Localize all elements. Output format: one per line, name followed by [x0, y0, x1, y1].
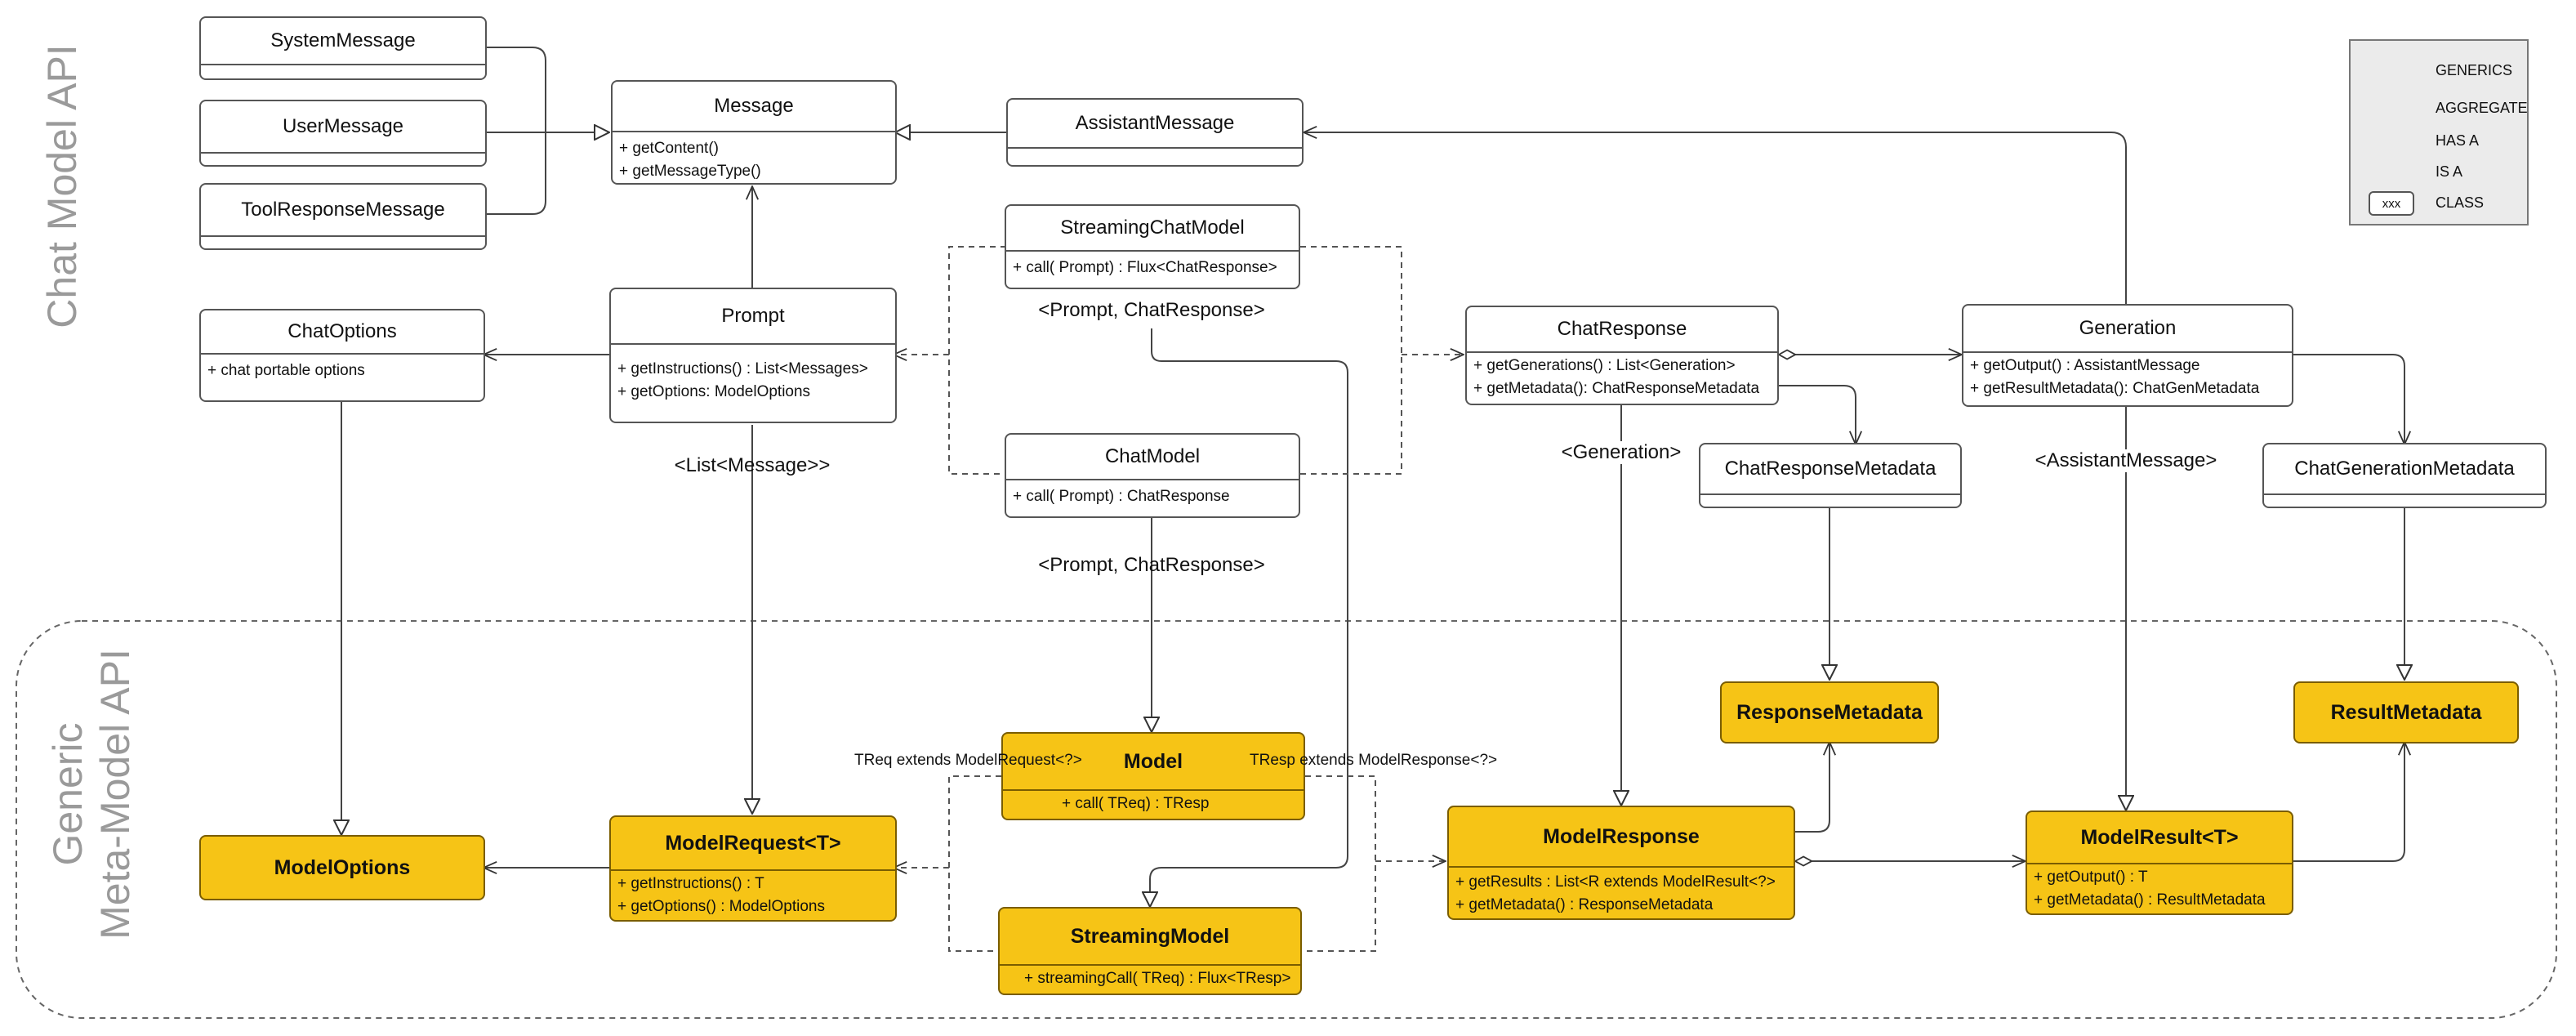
generic-label-treq: TReq extends ModelRequest<?>	[854, 752, 1082, 769]
user-message-class[interactable]: UserMessage	[199, 100, 487, 167]
legend-is-a: IS A	[2436, 163, 2463, 180]
class-name: ChatResponse	[1467, 307, 1777, 353]
class-name: ModelOptions	[274, 855, 411, 879]
legend-generics: GENERICS	[2436, 62, 2513, 78]
operation: + call( Prompt) : ChatResponse	[1013, 488, 1230, 505]
operation: + call( Prompt) : Flux<ChatResponse>	[1013, 259, 1277, 276]
class-name: ToolResponseMessage	[201, 185, 485, 237]
model-request-class[interactable]: ModelRequest<T> + getInstructions() : T …	[609, 815, 897, 922]
tool-response-message-class[interactable]: ToolResponseMessage	[199, 183, 487, 250]
legend: GENERICS AGGREGATE HAS A IS A xxx CLASS	[2349, 39, 2529, 226]
operation: + getGenerations() : List<Generation>	[1473, 357, 1736, 374]
prompt-class[interactable]: Prompt + getInstructions() : List<Messag…	[609, 288, 897, 423]
chat-model-class[interactable]: ChatModel + call( Prompt) : ChatResponse	[1005, 433, 1300, 518]
class-name: Message	[613, 82, 895, 132]
operation: + chat portable options	[207, 362, 365, 379]
model-response-class[interactable]: ModelResponse + getResults : List<R exte…	[1447, 806, 1795, 920]
class-name: SystemMessage	[201, 18, 485, 65]
class-name: ModelResult<T>	[2027, 812, 2292, 864]
model-class[interactable]: Model + call( TReq) : TResp	[1001, 732, 1305, 820]
class-name: ChatOptions	[201, 310, 484, 355]
class-name: StreamingModel	[1000, 909, 1300, 966]
chat-options-class[interactable]: ChatOptions + chat portable options	[199, 309, 485, 402]
class-name: AssistantMessage	[1008, 100, 1302, 149]
class-name: Prompt	[611, 289, 895, 345]
operation: + getResults : List<R extends ModelResul…	[1455, 873, 1776, 891]
generation-class[interactable]: Generation + getOutput() : AssistantMess…	[1962, 304, 2293, 407]
class-name: StreamingChatModel	[1006, 206, 1299, 252]
response-metadata-class[interactable]: ResponseMetadata	[1720, 681, 1939, 744]
operation: + getResultMetadata(): ChatGenMetadata	[1970, 380, 2260, 397]
generic-region	[16, 620, 2557, 1019]
generic-meta-model-api-title: Generic Meta-Model API	[45, 649, 138, 940]
class-name: ChatGenerationMetadata	[2264, 444, 2545, 495]
generic-label-assistant-message: <AssistantMessage>	[2035, 449, 2217, 472]
generic-label-chatmodel: <Prompt, ChatResponse>	[1038, 554, 1265, 576]
generic-label-generation: <Generation>	[1561, 441, 1682, 464]
model-result-class[interactable]: ModelResult<T> + getOutput() : T + getMe…	[2026, 810, 2293, 915]
class-name: ModelResponse	[1449, 807, 1794, 868]
class-name: UserMessage	[201, 101, 485, 154]
operation: + getMetadata() : ResponseMetadata	[1455, 896, 1714, 913]
chat-generation-metadata-class[interactable]: ChatGenerationMetadata	[2262, 443, 2547, 508]
operation: + getContent()	[619, 140, 719, 157]
system-message-class[interactable]: SystemMessage	[199, 16, 487, 80]
class-name: ChatResponseMetadata	[1700, 444, 1960, 495]
legend-aggregate: AGGREGATE	[2436, 100, 2528, 116]
legend-class-box: xxx	[2369, 191, 2414, 216]
assistant-message-class[interactable]: AssistantMessage	[1006, 98, 1304, 167]
operation: + getMetadata(): ChatResponseMetadata	[1473, 380, 1760, 397]
operation: + getInstructions() : List<Messages>	[617, 360, 868, 377]
streaming-chat-model-class[interactable]: StreamingChatModel + call( Prompt) : Flu…	[1005, 204, 1300, 289]
operation: + getOutput() : T	[2034, 869, 2148, 886]
legend-has-a: HAS A	[2436, 132, 2480, 149]
class-name: Generation	[1963, 306, 2292, 353]
class-name: Model	[1003, 734, 1304, 791]
operation: + getMetadata() : ResultMetadata	[2034, 891, 2266, 909]
operation: + getMessageType()	[619, 163, 761, 180]
class-name: ModelRequest<T>	[611, 817, 895, 871]
chat-response-class[interactable]: ChatResponse + getGenerations() : List<G…	[1465, 306, 1779, 405]
class-name: ChatModel	[1006, 435, 1299, 480]
model-options-class[interactable]: ModelOptions	[199, 835, 485, 900]
operation: + getOptions() : ModelOptions	[617, 898, 825, 915]
operation: + getInstructions() : T	[617, 875, 764, 892]
result-metadata-class[interactable]: ResultMetadata	[2293, 681, 2519, 744]
chat-response-metadata-class[interactable]: ChatResponseMetadata	[1699, 443, 1962, 508]
operation: + call( TReq) : TResp	[1062, 795, 1210, 812]
class-name: ResponseMetadata	[1736, 700, 1923, 724]
operation: + getOutput() : AssistantMessage	[1970, 357, 2200, 374]
legend-class: CLASS	[2436, 194, 2485, 211]
streaming-model-class[interactable]: StreamingModel + streamingCall( TReq) : …	[998, 907, 1302, 995]
generic-label-streaming: <Prompt, ChatResponse>	[1038, 299, 1265, 321]
generic-label-tresp: TResp extends ModelResponse<?>	[1250, 752, 1498, 769]
operation: + getOptions: ModelOptions	[617, 383, 811, 400]
operation: + streamingCall( TReq) : Flux<TResp>	[1024, 970, 1291, 987]
chat-model-api-title: Chat Model API	[39, 44, 85, 328]
message-class[interactable]: Message + getContent() + getMessageType(…	[611, 80, 897, 185]
generic-label-list-message: <List<Message>>	[674, 454, 831, 476]
class-name: ResultMetadata	[2330, 700, 2482, 724]
